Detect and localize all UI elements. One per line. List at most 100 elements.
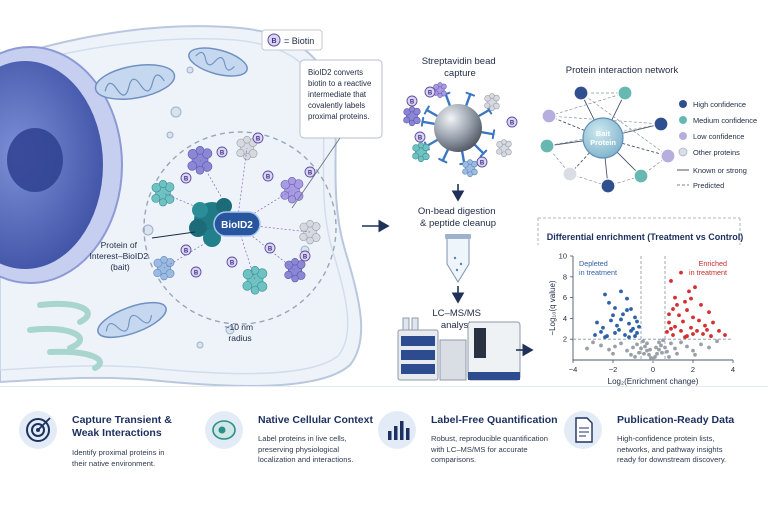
streptavidin-arm-9	[421, 120, 438, 126]
capture-title: Streptavidin bead capture	[422, 56, 499, 79]
callout-text: BioID2 converts biotin to a reactive int…	[308, 68, 373, 121]
point-s2-26	[679, 340, 683, 345]
point-s1-19	[689, 325, 693, 330]
biotin-icon: B	[180, 172, 192, 184]
network-legend: High confidence Medium confidence Low co…	[677, 100, 757, 190]
point-s2-7	[655, 351, 659, 356]
mechanism-callout: BioID2 converts biotin to a reactive int…	[291, 59, 383, 209]
point-s2-2	[645, 348, 649, 353]
streptavidin-arm-6	[460, 148, 466, 165]
point-s2-21	[585, 346, 589, 351]
point-s0-18	[613, 331, 617, 335]
point-s0-10	[615, 323, 619, 328]
point-s2-16	[619, 341, 623, 346]
biotin-legend: B = Biotin	[261, 29, 323, 51]
svg-text:B: B	[256, 136, 261, 142]
point-s2-36	[642, 351, 646, 356]
point-s2-42	[611, 351, 615, 356]
point-s1-7	[707, 310, 711, 315]
point-s0-5	[629, 307, 633, 311]
protein-5	[153, 256, 175, 281]
protein-6	[242, 265, 268, 295]
bioid2-enzyme: BioID2	[213, 211, 261, 237]
point-s0-20	[623, 333, 627, 337]
biotin-icon: B	[190, 266, 202, 278]
point-s2-24	[669, 341, 673, 346]
point-s1-29	[689, 296, 693, 301]
point-s1-0	[669, 279, 673, 283]
point-s2-30	[707, 345, 711, 350]
point-s2-35	[654, 345, 658, 350]
point-s0-15	[593, 333, 597, 337]
point-s0-23	[637, 324, 641, 329]
point-s0-0	[603, 292, 607, 297]
network-ring-edge-3	[546, 123, 662, 147]
protein-7	[284, 258, 306, 283]
point-s1-16	[667, 320, 671, 325]
point-s2-33	[657, 340, 661, 345]
point-s1-4	[673, 295, 677, 300]
svg-text:B: B	[268, 246, 273, 252]
point-s2-27	[685, 344, 689, 349]
point-s0-6	[633, 315, 637, 320]
point-s1-18	[681, 319, 685, 324]
feature-description: Label proteins in live cells,preserving …	[258, 434, 354, 464]
point-s1-9	[677, 313, 681, 318]
network-ring-edge-8	[580, 92, 669, 157]
svg-text:B: B	[266, 174, 271, 180]
network-node-7	[633, 168, 649, 184]
ms-label: LC–MS/MS analysis	[432, 308, 483, 331]
streptavidin-arm-4	[478, 130, 495, 136]
svg-text:B: B	[480, 160, 485, 166]
point-s2-32	[645, 341, 649, 346]
streptavidin-arm-7	[441, 146, 450, 162]
labeling-radius	[143, 131, 337, 325]
nucleolus	[7, 128, 63, 192]
feature-capture-transient: Capture Transient &Weak Interactions Ide…	[20, 408, 200, 498]
point-s1-3	[693, 285, 697, 290]
feature-title: Native Cellular Context	[258, 414, 373, 426]
biotin-legend-text: = Biotin	[284, 36, 314, 46]
feature-title: Label-Free Quantification	[431, 414, 558, 426]
y-tick-label: 2	[563, 335, 567, 344]
biotin-icon: B	[304, 166, 316, 178]
y-tick-label: 4	[563, 314, 567, 323]
point-s0-9	[609, 318, 613, 323]
network-ring-edge-1	[548, 92, 626, 117]
point-s0-1	[607, 300, 611, 305]
x-tick-label: 0	[651, 365, 655, 374]
y-tick-label: 6	[563, 293, 567, 302]
svg-text:B: B	[303, 254, 308, 260]
streptavidin-arm-3	[475, 108, 491, 119]
point-s1-11	[691, 315, 695, 320]
point-s1-24	[671, 333, 675, 337]
x-tick-label: −2	[609, 365, 618, 374]
svg-text:B: B	[220, 150, 225, 156]
network-node-5	[562, 166, 578, 182]
document-icon	[564, 411, 602, 449]
point-s1-13	[703, 323, 707, 328]
protein-2	[151, 179, 175, 207]
feature-label-free: Label-Free Quantification Robust, reprod…	[379, 408, 559, 498]
point-s2-13	[635, 342, 639, 347]
biotin-icon: B	[424, 86, 436, 98]
svg-text:B: B	[184, 176, 189, 182]
point-s0-19	[617, 327, 621, 332]
point-s2-39	[675, 351, 679, 356]
biotin-icon: B	[264, 242, 276, 254]
point-s2-28	[691, 348, 695, 353]
streptavidin-arm-5	[472, 142, 485, 155]
point-s1-17	[673, 324, 677, 329]
legend-known: Known or strong	[693, 166, 747, 175]
point-s0-14	[635, 331, 639, 335]
captured-protein-2	[484, 93, 500, 112]
point-s2-0	[641, 339, 645, 344]
network-node-4	[539, 138, 555, 154]
point-s2-25	[673, 346, 677, 351]
point-s1-1	[679, 270, 683, 275]
point-s0-24	[625, 308, 629, 312]
section-divider	[0, 386, 768, 387]
